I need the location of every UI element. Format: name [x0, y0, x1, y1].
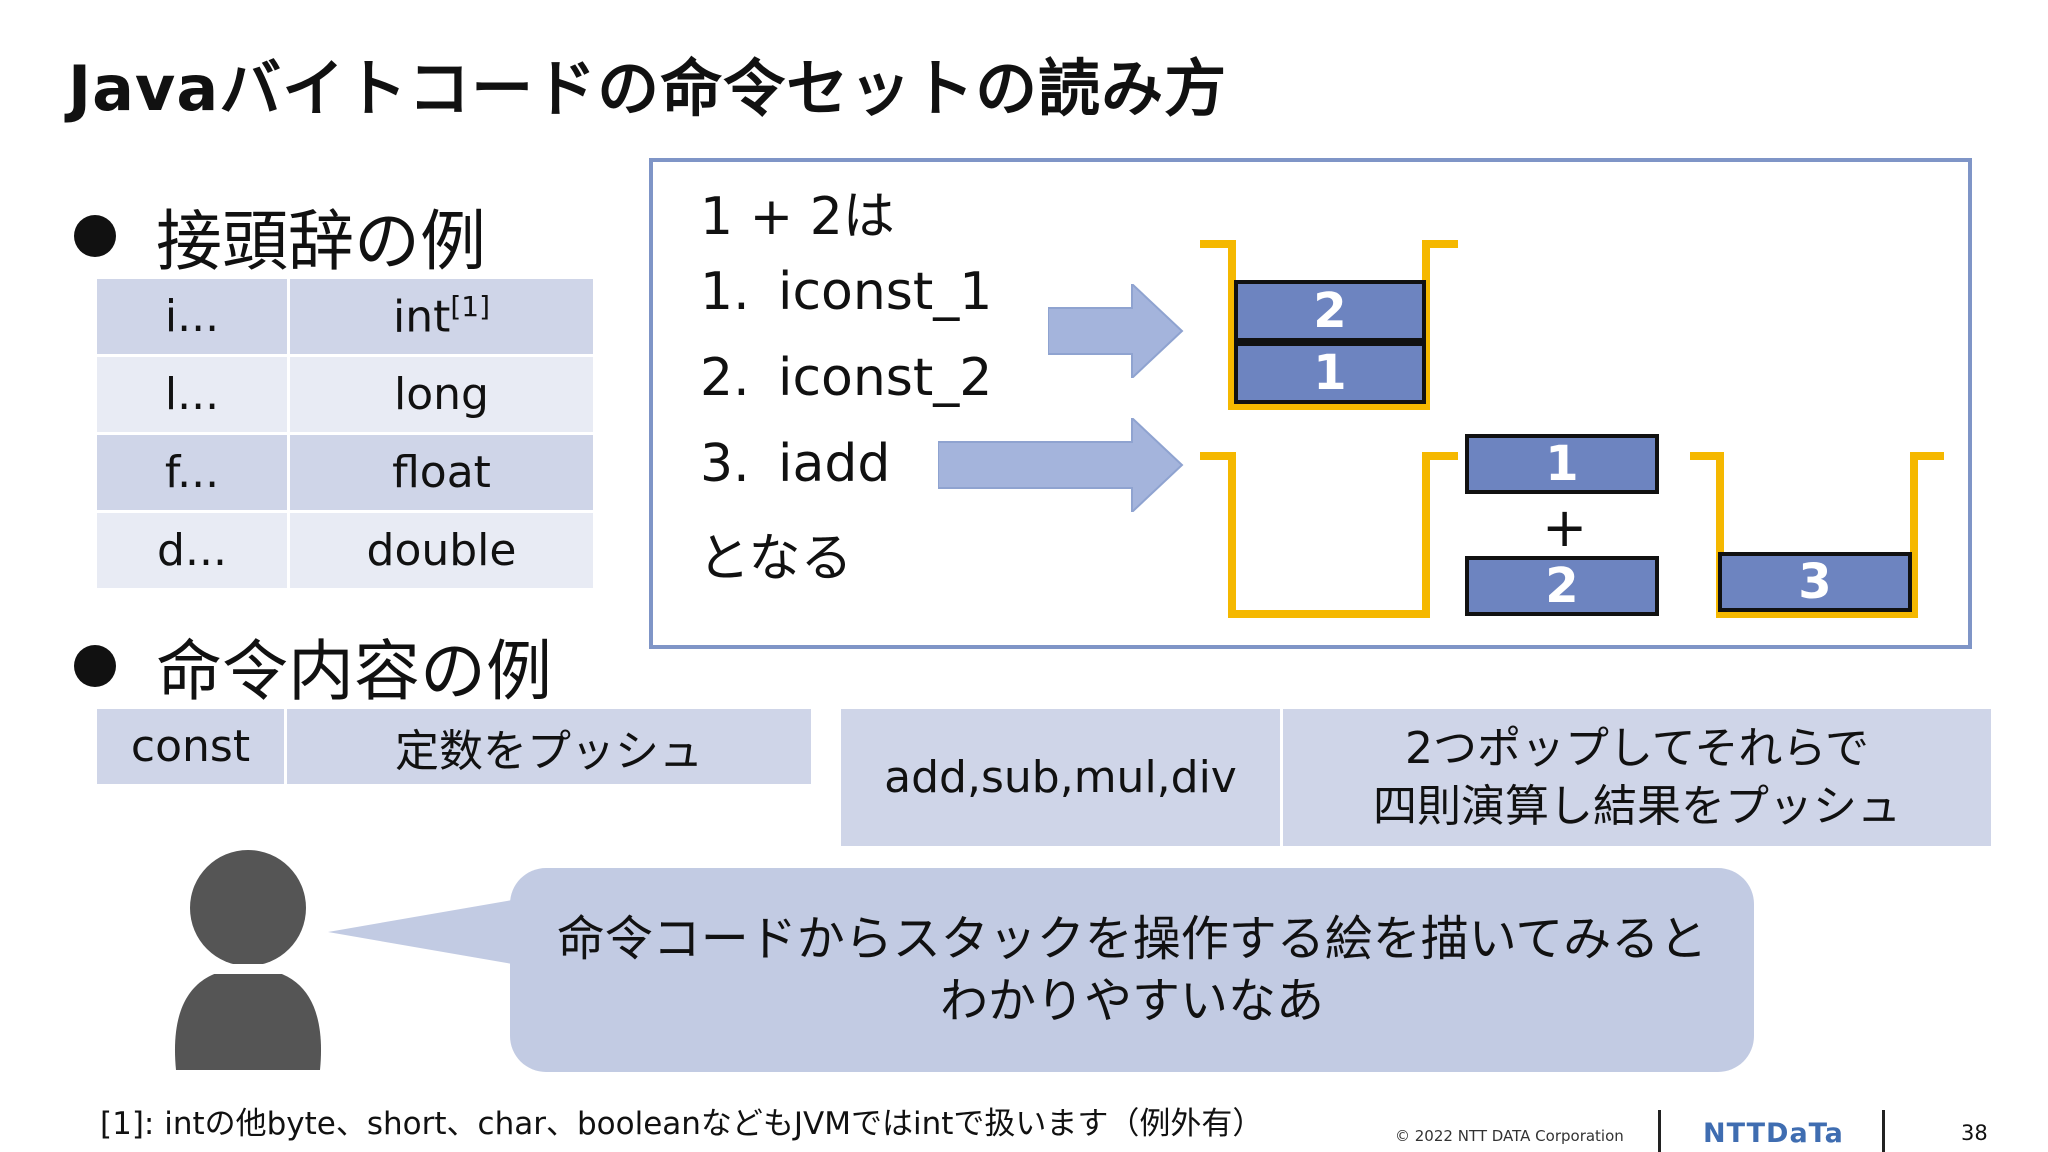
stack-container-icon: [1200, 240, 1458, 410]
footer-divider: [1882, 1110, 1885, 1152]
arith-table: add,sub,mul,div 2つポップしてそれらで 四則演算し結果をプッシュ: [838, 706, 1994, 849]
prefix-table: i... int[1] l... long f... float d... do…: [94, 276, 596, 591]
prefix-cell: l...: [94, 354, 290, 435]
example-step: 2.iconst_2: [700, 348, 993, 408]
example-outro: となる: [698, 529, 853, 589]
table-row: l... long: [94, 354, 596, 435]
operator: +: [1542, 496, 1588, 559]
table-row: d... double: [94, 510, 596, 591]
type-cell: double: [287, 510, 596, 591]
prefix-cell: d...: [94, 510, 290, 591]
instruction-desc-cell: 定数をプッシュ: [284, 706, 814, 787]
prefix-heading: 接頭辞の例: [74, 188, 486, 284]
table-row: i... int[1]: [94, 276, 596, 357]
instruction-heading-text: 命令内容の例: [156, 633, 552, 710]
footnote-ref: [1]: [450, 290, 491, 324]
person-icon: [170, 850, 326, 1070]
type-cell: long: [287, 354, 596, 435]
table-row: add,sub,mul,div 2つポップしてそれらで 四則演算し結果をプッシュ: [838, 706, 1994, 849]
table-row: const 定数をプッシュ: [94, 706, 814, 787]
type-cell: int[1]: [287, 276, 596, 357]
desc-line: 四則演算し結果をプッシュ: [1373, 780, 1901, 832]
arrow-right-icon: [938, 418, 1184, 512]
page-title: Javaバイトコードの命令セットの読み方: [68, 52, 1228, 125]
copyright: © 2022 NTT DATA Corporation: [1395, 1127, 1624, 1145]
operand-cell: 2: [1465, 556, 1659, 616]
table-row: f... float: [94, 432, 596, 513]
instruction-name-cell: add,sub,mul,div: [838, 706, 1283, 849]
speech-tail-icon: [328, 898, 524, 966]
bubble-line: わかりやすいなあ: [939, 973, 1324, 1029]
prefix-heading-text: 接頭辞の例: [156, 203, 486, 280]
stack-cell: 2: [1234, 280, 1426, 342]
page-number: 38: [1961, 1121, 1988, 1145]
speech-bubble: 命令コードからスタックを操作する絵を描いてみると わかりやすいなあ: [510, 868, 1754, 1072]
company-logo: NTTDaTa: [1703, 1118, 1844, 1149]
stack-container-icon: [1690, 452, 1944, 618]
const-table: const 定数をプッシュ: [94, 706, 814, 787]
instruction-heading: 命令内容の例: [74, 618, 552, 714]
footnote: [1]: intの他byte、short、char、booleanなどもJVMで…: [100, 1106, 1264, 1142]
prefix-cell: i...: [94, 276, 290, 357]
footer-divider: [1658, 1110, 1661, 1152]
example-box: [649, 158, 1972, 649]
bullet-icon: [74, 215, 116, 257]
operand-cell: 1: [1465, 434, 1659, 494]
arrow-right-icon: [1048, 284, 1184, 378]
instruction-name-cell: const: [94, 706, 287, 787]
prefix-cell: f...: [94, 432, 290, 513]
desc-line: 2つポップしてそれらで: [1404, 723, 1870, 775]
example-step: 1.iconst_1: [700, 262, 993, 322]
stack-cell: 1: [1234, 342, 1426, 404]
example-intro: 1 + 2は: [700, 187, 895, 247]
instruction-desc-cell: 2つポップしてそれらで 四則演算し結果をプッシュ: [1280, 706, 1994, 849]
example-step: 3.iadd: [700, 434, 891, 494]
stack-container-icon: [1200, 452, 1458, 618]
bubble-line: 命令コードからスタックを操作する絵を描いてみると: [556, 910, 1708, 967]
result-cell: 3: [1718, 552, 1912, 612]
type-cell: float: [287, 432, 596, 513]
bullet-icon: [74, 645, 116, 687]
